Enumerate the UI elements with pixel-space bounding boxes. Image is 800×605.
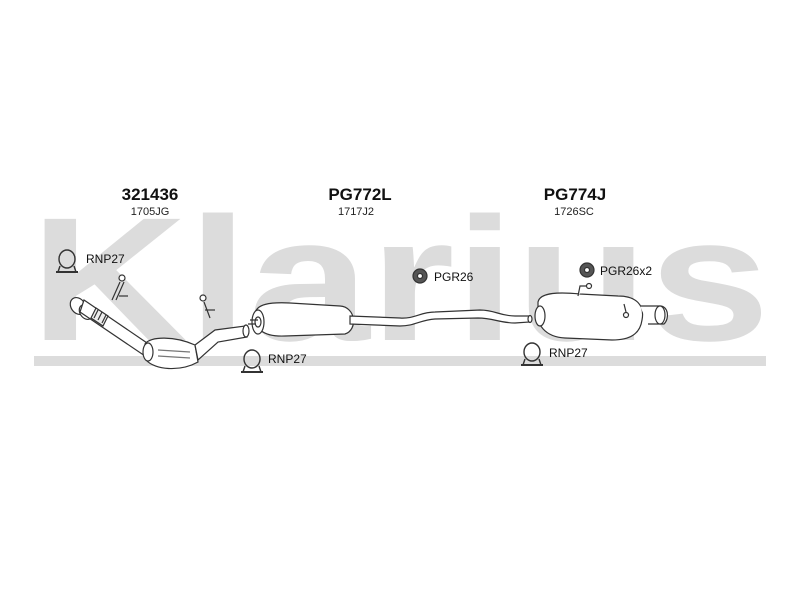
rubber-hanger-icon (579, 262, 595, 278)
part-code-1: 321436 (121, 185, 179, 204)
intermediate-silencer (248, 302, 533, 337)
part-ref-1: 1705JG (130, 206, 170, 218)
front-pipe-catalyst (69, 274, 250, 370)
clamp-ring-icon (56, 249, 78, 273)
hardware-label-hanger-1: PGR26 (434, 270, 474, 284)
part-ref-2: 1717J2 (337, 206, 375, 218)
hardware-label-hanger-2: PGR26x2 (600, 264, 653, 278)
rear-silencer (534, 282, 669, 341)
hardware-label-clamp-3: RNP27 (549, 346, 588, 360)
hardware-label-clamp-2: RNP27 (268, 352, 307, 366)
part-code-2: PG772L (328, 185, 392, 204)
part-ref-3: 1726SC (554, 206, 594, 218)
clamp-ring-icon (521, 342, 543, 366)
rubber-hanger-icon (412, 268, 428, 284)
part-code-3: PG774J (543, 185, 607, 204)
clamp-ring-icon (241, 349, 263, 373)
hardware-label-clamp-1: RNP27 (86, 252, 125, 266)
